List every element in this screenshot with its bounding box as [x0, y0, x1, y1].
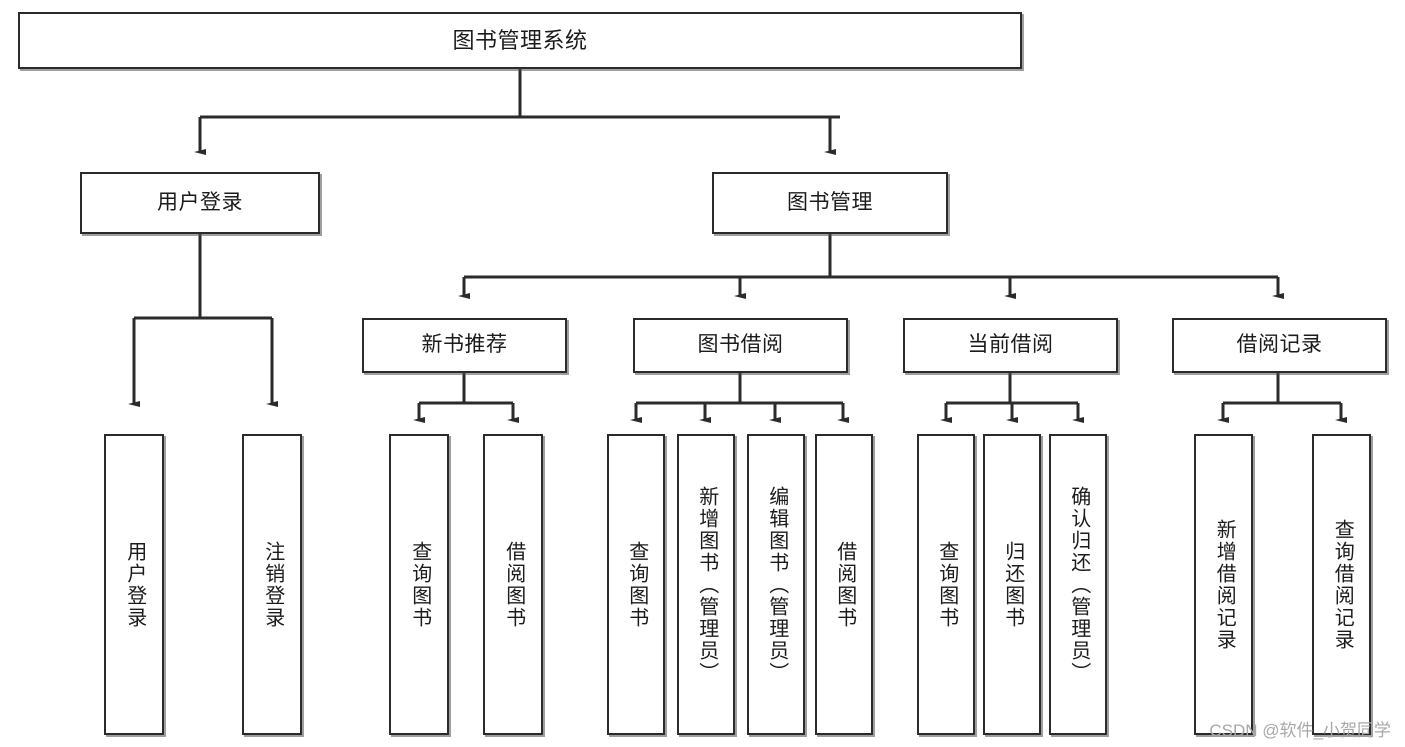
- leaf-book-borrow-borrow-label: 借阅图书: [833, 540, 856, 629]
- node-new-book-recommend-label: 新书推荐: [421, 333, 508, 357]
- leaf-book-borrow-edit-label: 编辑图书（管理员）: [765, 485, 788, 684]
- node-root-system[interactable]: 图书管理系统: [18, 12, 1022, 69]
- node-current-borrow[interactable]: 当前借阅: [903, 318, 1118, 373]
- leaf-current-borrow-return[interactable]: 归还图书: [983, 434, 1041, 735]
- node-current-borrow-label: 当前借阅: [967, 333, 1054, 357]
- node-book-manage[interactable]: 图书管理: [712, 172, 948, 234]
- node-root-system-label: 图书管理系统: [452, 27, 588, 53]
- leaf-new-book-query-label: 查询图书: [408, 540, 431, 629]
- leaf-borrow-record-query[interactable]: 查询借阅记录: [1312, 434, 1371, 735]
- leaf-book-borrow-add[interactable]: 新增图书（管理员）: [677, 434, 735, 735]
- leaf-user-login-logout-label: 注销登录: [261, 540, 284, 629]
- node-borrow-record-label: 借阅记录: [1236, 333, 1323, 357]
- node-new-book-recommend[interactable]: 新书推荐: [362, 318, 567, 373]
- leaf-new-book-borrow[interactable]: 借阅图书: [483, 434, 543, 735]
- leaf-user-login-login[interactable]: 用户登录: [104, 434, 164, 735]
- leaf-borrow-record-add[interactable]: 新增借阅记录: [1194, 434, 1253, 735]
- node-user-login[interactable]: 用户登录: [80, 172, 320, 234]
- leaf-current-borrow-return-label: 归还图书: [1001, 540, 1024, 629]
- leaf-book-borrow-edit[interactable]: 编辑图书（管理员）: [747, 434, 805, 735]
- node-user-login-label: 用户登录: [157, 190, 243, 214]
- leaf-new-book-borrow-label: 借阅图书: [502, 540, 525, 629]
- leaf-borrow-record-add-label: 新增借阅记录: [1213, 518, 1236, 651]
- leaf-user-login-login-label: 用户登录: [123, 540, 146, 629]
- leaf-current-borrow-query-label: 查询图书: [935, 540, 958, 629]
- leaf-book-borrow-query[interactable]: 查询图书: [607, 434, 665, 735]
- leaf-user-login-logout[interactable]: 注销登录: [242, 434, 302, 735]
- leaf-current-borrow-confirm[interactable]: 确认归还（管理员）: [1049, 434, 1107, 735]
- leaf-borrow-record-query-label: 查询借阅记录: [1331, 518, 1354, 651]
- leaf-book-borrow-borrow[interactable]: 借阅图书: [815, 434, 873, 735]
- node-book-borrow-label: 图书借阅: [697, 333, 784, 357]
- node-book-manage-label: 图书管理: [787, 190, 873, 214]
- node-borrow-record[interactable]: 借阅记录: [1172, 318, 1387, 373]
- leaf-current-borrow-confirm-label: 确认归还（管理员）: [1067, 485, 1090, 684]
- leaf-book-borrow-add-label: 新增图书（管理员）: [695, 485, 718, 684]
- leaf-new-book-query[interactable]: 查询图书: [389, 434, 449, 735]
- leaf-current-borrow-query[interactable]: 查询图书: [917, 434, 975, 735]
- node-book-borrow[interactable]: 图书借阅: [633, 318, 848, 373]
- leaf-book-borrow-query-label: 查询图书: [625, 540, 648, 629]
